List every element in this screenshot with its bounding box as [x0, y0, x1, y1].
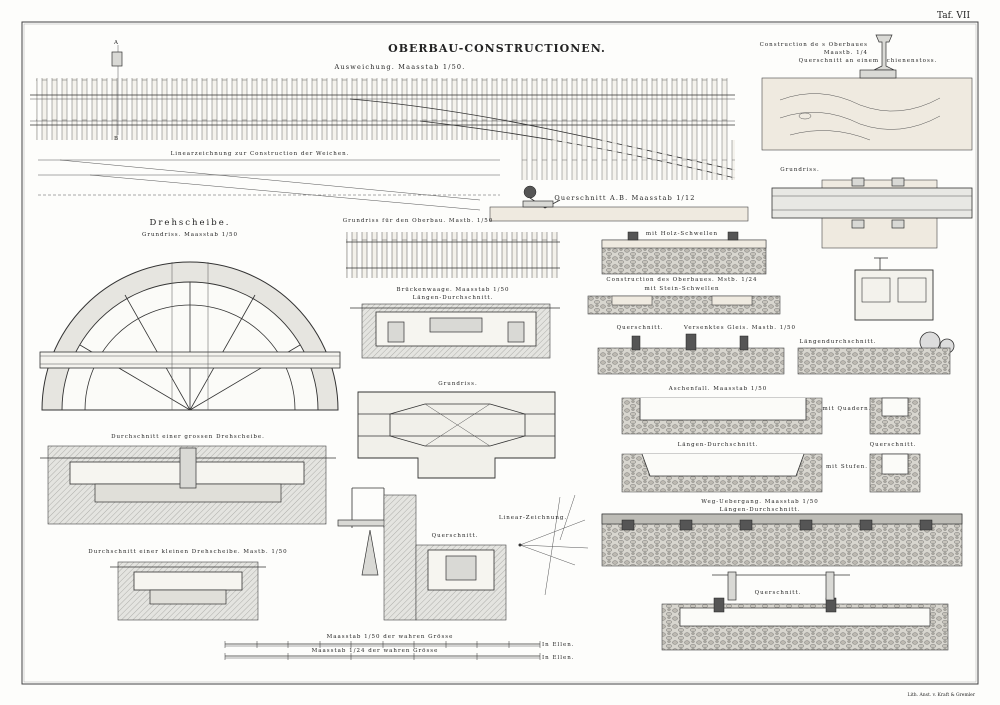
rail-joint-detail: Construction de s Oberbaues Maastb. 1/4 … [760, 34, 973, 151]
label-linear-switch: Linearzeichnung zur Construction der Wei… [171, 151, 350, 157]
publisher-imprint: Lith. Anst. v. Kraft & Gremler [908, 692, 976, 698]
label-brueckenwaage: Brückenwaage. Maasstab 1/50 [397, 287, 510, 293]
label-drehscheibe: Drehscheibe. [150, 218, 231, 228]
ash-pit-longitudinal: Längen-Durchschnitt. Querschnitt. mit St… [621, 442, 921, 493]
small-turntable-section: Durchschnitt einer kleinen Drehscheibe. … [88, 549, 287, 621]
label-querschnitt-1: Querschnitt. [617, 325, 664, 331]
label-querschnitt-3: Querschnitt. [432, 533, 479, 539]
label-laengendurchschnitt: Längendurchschnitt. [799, 339, 876, 345]
svg-text:B: B [114, 136, 119, 142]
label-drehscheibe-grundriss: Grundriss. Maasstab 1/50 [142, 232, 238, 238]
switch-linear-drawing: Linearzeichnung zur Construction der Wei… [38, 151, 500, 211]
label-querschnitt-ab: Querschnitt A.B. Maasstab 1/12 [554, 194, 695, 202]
label-scale-1: Maasstab 1/50 der wahren Grösse [327, 634, 454, 640]
label-constr-oberbau: Construction des Oberbaues. Mstb. 1/24 [606, 277, 757, 283]
plate-border [21, 21, 979, 685]
road-crossing-cross-section: Querschnitt. [661, 571, 949, 651]
sunken-track-section: Querschnitt. Versenktes Gleis. Mastb. 1/… [597, 325, 951, 375]
road-crossing-section: Weg-Uebergang. Maasstab 1/50 Längen-Durc… [601, 499, 963, 567]
plate-number: Taf. VII [937, 11, 970, 21]
label-durchschnitt-klein: Durchschnitt einer kleinen Drehscheibe. … [88, 549, 287, 555]
label-holz-schwellen: mit Holz-Schwellen [646, 231, 718, 237]
svg-text:A: A [113, 40, 119, 46]
label-stein-schwellen: mit Stein-Schwellen [645, 286, 720, 292]
label-constr-top-1: Construction de s Oberbaues [760, 42, 868, 48]
scale-bars: Maasstab 1/50 der wahren Grösse In Ellen… [225, 634, 575, 661]
switch-plan-drawing: A B [30, 40, 736, 180]
label-weg-uebergang: Weg-Uebergang. Maasstab 1/50 [701, 499, 818, 505]
cross-section-crane: Querschnitt. [337, 487, 507, 621]
label-grundriss-oberbau: Grundriss für den Oberbau. Mastb. 1/50 [343, 218, 494, 224]
label-mit-stufen: mit Stufen. [826, 464, 868, 470]
weighbridge-section: Brückenwaage. Maasstab 1/50 Längen-Durch… [350, 287, 560, 359]
label-linear-zeichnung: Linear-Zeichnung. [499, 515, 567, 521]
label-querschnitt-2: Querschnitt. [870, 442, 917, 448]
label-aschenfall: Aschenfall. Maasstab 1/50 [668, 386, 768, 392]
turntable-plan: Drehscheibe. Grundriss. Maasstab 1/50 [39, 218, 341, 411]
label-durchschnitt-gross: Durchschnitt einer grossen Drehscheibe. [111, 434, 265, 440]
label-querschnitt-4: Querschnitt. [755, 590, 802, 596]
large-turntable-section: Durchschnitt einer grossen Drehscheibe. [40, 434, 336, 525]
linear-drawing: Linear-Zeichnung. [499, 494, 589, 596]
wagon-drawing [854, 257, 955, 354]
label-laengen-durchschnitt-3: Längen-Durchschnitt. [720, 507, 801, 513]
ash-pit-section: Aschenfall. Maasstab 1/50 mit Quadern. [621, 386, 921, 435]
track-plan: Grundriss für den Oberbau. Mastb. 1/50 [343, 218, 560, 278]
label-grundriss-right: Grundriss. [780, 167, 819, 173]
label-laengen-durchschnitt-2: Längen-Durchschnitt. [678, 442, 759, 448]
stone-sleeper-track: Construction des Oberbaues. Mstb. 1/24 m… [587, 277, 781, 315]
label-ausweichung: Ausweichung. Maasstab 1/50. [333, 63, 465, 71]
label-constr-top-3: Querschnitt an einem Schienenstoss. [799, 58, 938, 64]
label-constr-top-2: Maastb. 1/4 [824, 50, 868, 56]
wooden-sleeper-track: mit Holz-Schwellen [601, 231, 767, 275]
scale-ticks [224, 641, 541, 660]
label-mit-quadern: mit Quadern. [823, 406, 872, 412]
label-unit-2: In Ellen. [542, 655, 575, 661]
label-scale-2: Maasstab 1/24 der wahren Grösse [312, 648, 439, 654]
weighbridge-plan: Grundriss. [357, 381, 556, 479]
label-laengen-durchschnitt-1: Längen-Durchschnitt. [413, 295, 494, 301]
label-grundriss-mid: Grundriss. [438, 381, 477, 387]
label-unit-1: In Ellen. [542, 642, 575, 648]
label-versenktes-gleis: Versenktes Gleis. Mastb. 1/50 [683, 325, 796, 331]
rail-joint-plan: Grundriss. [771, 167, 973, 249]
plate-title: OBERBAU-CONSTRUCTIONEN. [388, 42, 606, 55]
cross-section-ab: Querschnitt A.B. Maasstab 1/12 [489, 185, 749, 222]
